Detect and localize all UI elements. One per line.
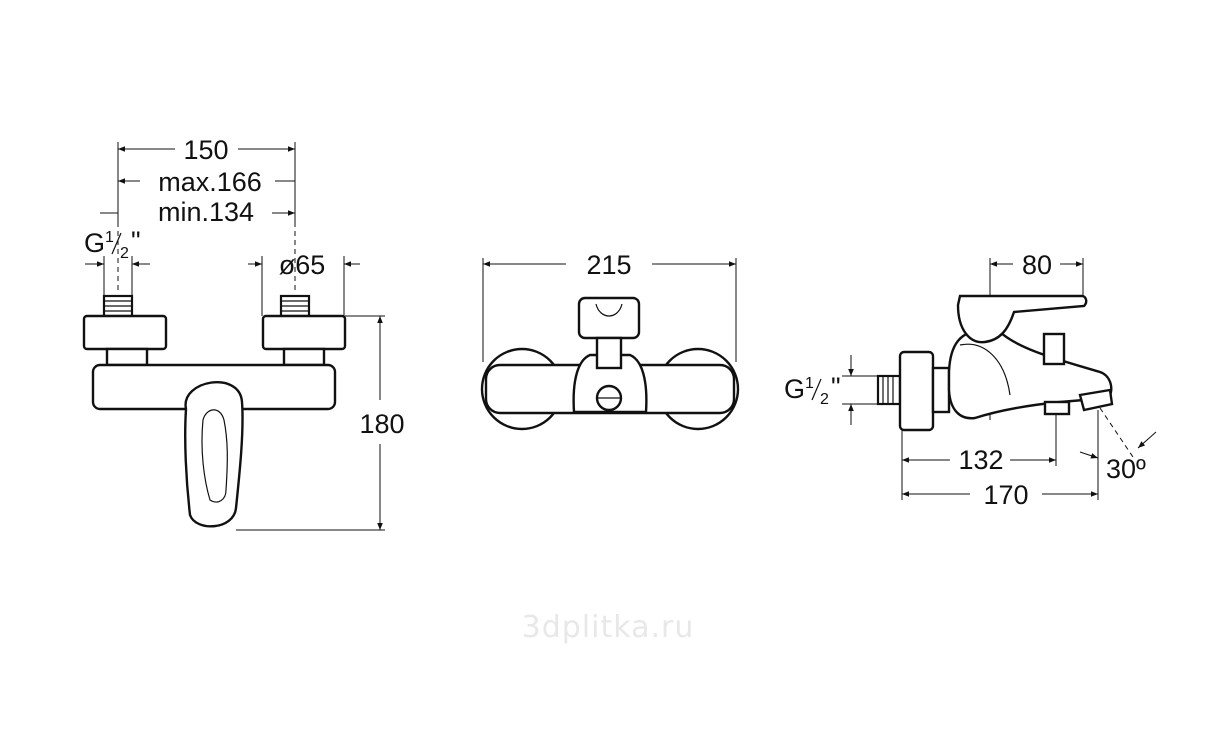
side-spout-outlet xyxy=(1078,388,1114,412)
front-lever xyxy=(184,381,244,528)
top-lever-detail xyxy=(595,303,623,317)
dim-angle-arrow-right xyxy=(1137,431,1157,449)
dim-max-label: max.166 xyxy=(158,167,262,197)
side-thread-slash xyxy=(811,378,822,401)
front-thread-quote: " xyxy=(131,226,141,256)
side-thread-den: 2 xyxy=(820,391,829,408)
dim-215-label: 215 xyxy=(586,250,631,280)
front-thread-g: G xyxy=(84,228,105,258)
dim-80-label: 80 xyxy=(1022,250,1052,280)
top-lever-neck xyxy=(595,336,623,370)
dim-150-label: 150 xyxy=(183,135,228,165)
front-thread-slash xyxy=(111,232,122,255)
side-thread-quote: " xyxy=(831,372,841,402)
dim-angle-arrow-left xyxy=(1079,451,1099,459)
side-diverter-button xyxy=(1042,332,1066,366)
top-lever-grip xyxy=(577,296,641,340)
dim-132-label: 132 xyxy=(958,445,1003,475)
front-lever-inner xyxy=(201,409,228,503)
watermark-text: 3dplitka.ru xyxy=(522,610,695,645)
side-nut xyxy=(898,350,935,432)
front-thread-num: 1 xyxy=(105,229,114,246)
front-nut-left xyxy=(82,314,168,351)
dim-180-label: 180 xyxy=(359,409,404,439)
dim-170-label: 170 xyxy=(983,480,1028,510)
side-neck xyxy=(931,366,951,414)
side-aerator xyxy=(1043,400,1071,416)
front-neck-right xyxy=(282,347,326,367)
side-inlet-thread xyxy=(876,374,902,406)
dim-angle-label: 30º xyxy=(1106,454,1146,484)
front-view: 150 max.166 min.134 G 1 2 " ø65 xyxy=(82,135,405,531)
dim-min-label: min.134 xyxy=(158,197,254,227)
side-thread-g: G xyxy=(784,374,805,404)
dim-dia-label: ø65 xyxy=(279,250,326,280)
top-view: 215 xyxy=(480,250,740,431)
side-angle-axis xyxy=(1099,407,1136,461)
side-lever xyxy=(956,294,1088,344)
side-thread-num: 1 xyxy=(805,375,814,392)
front-nut-right xyxy=(261,314,347,351)
top-lever-base xyxy=(572,353,648,414)
front-thread-den: 2 xyxy=(120,245,129,262)
front-neck-left xyxy=(105,347,149,367)
side-body-contour xyxy=(959,343,1011,396)
side-view: 80 G 1 2 " 132 xyxy=(784,250,1157,510)
